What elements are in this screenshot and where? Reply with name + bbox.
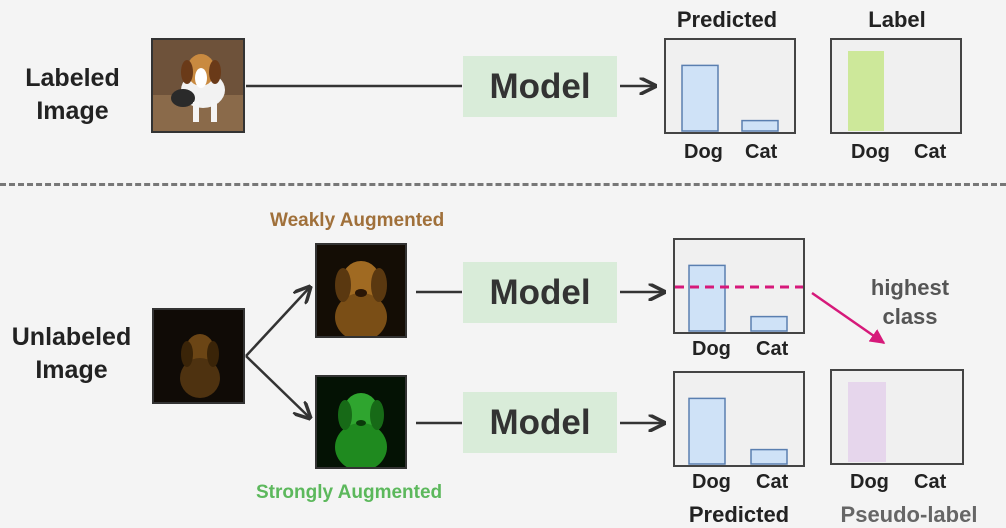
strong-predicted-bar-dog [688, 397, 726, 465]
pseudo-bar-dog [848, 382, 886, 462]
unlabeled-to-weak-arrow [245, 287, 310, 357]
weak-predicted-bar-cat [750, 315, 788, 332]
weak-predicted-tick-cat: Cat [756, 338, 789, 360]
labeled-model-box: Model [463, 56, 617, 117]
pseudo-label-title: Pseudo-label [840, 502, 978, 527]
labeled-predicted-bar-dog [681, 64, 719, 132]
weak-predicted-tick-dog: Dog [692, 338, 731, 360]
strong-aug-title: Strongly Augmented [256, 482, 443, 503]
weak-predicted-bar-dog [688, 264, 726, 332]
labeled-predicted-chart [664, 38, 796, 134]
labeled-predicted-bar-cat [741, 119, 779, 132]
unlabeled-image-label: Unlabeled Image [11, 323, 132, 384]
labeled-image-label: Labeled Image [25, 64, 120, 125]
label-tick-cat: Cat [914, 141, 947, 163]
section-divider [0, 183, 1006, 186]
label-bar-dog [848, 51, 884, 131]
labeled-label-title: Label [868, 7, 926, 32]
strong-aug-photo [315, 375, 407, 469]
weak-model-box: Model [463, 262, 617, 323]
highest-class-text: highest class [870, 275, 950, 329]
labeled-predicted-tick-cat: Cat [745, 141, 778, 163]
strong-predicted-chart [673, 371, 805, 467]
label-tick-dog: Dog [851, 141, 890, 163]
strong-predicted-tick-cat: Cat [756, 471, 789, 493]
strong-predicted-bar-cat [750, 448, 788, 465]
strong-predicted-title: Predicted [688, 502, 790, 527]
strong-model-box: Model [463, 392, 617, 453]
label-chart [830, 38, 962, 134]
pseudo-label-chart [830, 369, 964, 465]
labeled-predicted-tick-dog: Dog [684, 141, 723, 163]
labeled-predicted-title: Predicted [676, 7, 778, 32]
unlabeled-dog-photo [152, 308, 245, 404]
weak-aug-title: Weakly Augmented [270, 210, 445, 231]
strong-predicted-tick-dog: Dog [692, 471, 731, 493]
unlabeled-to-strong-arrow [245, 355, 310, 418]
weak-aug-photo [315, 243, 407, 338]
pseudo-tick-dog: Dog [850, 471, 889, 493]
labeled-dog-photo [151, 38, 245, 133]
pseudo-tick-cat: Cat [914, 471, 947, 493]
weak-predicted-chart [673, 238, 805, 334]
